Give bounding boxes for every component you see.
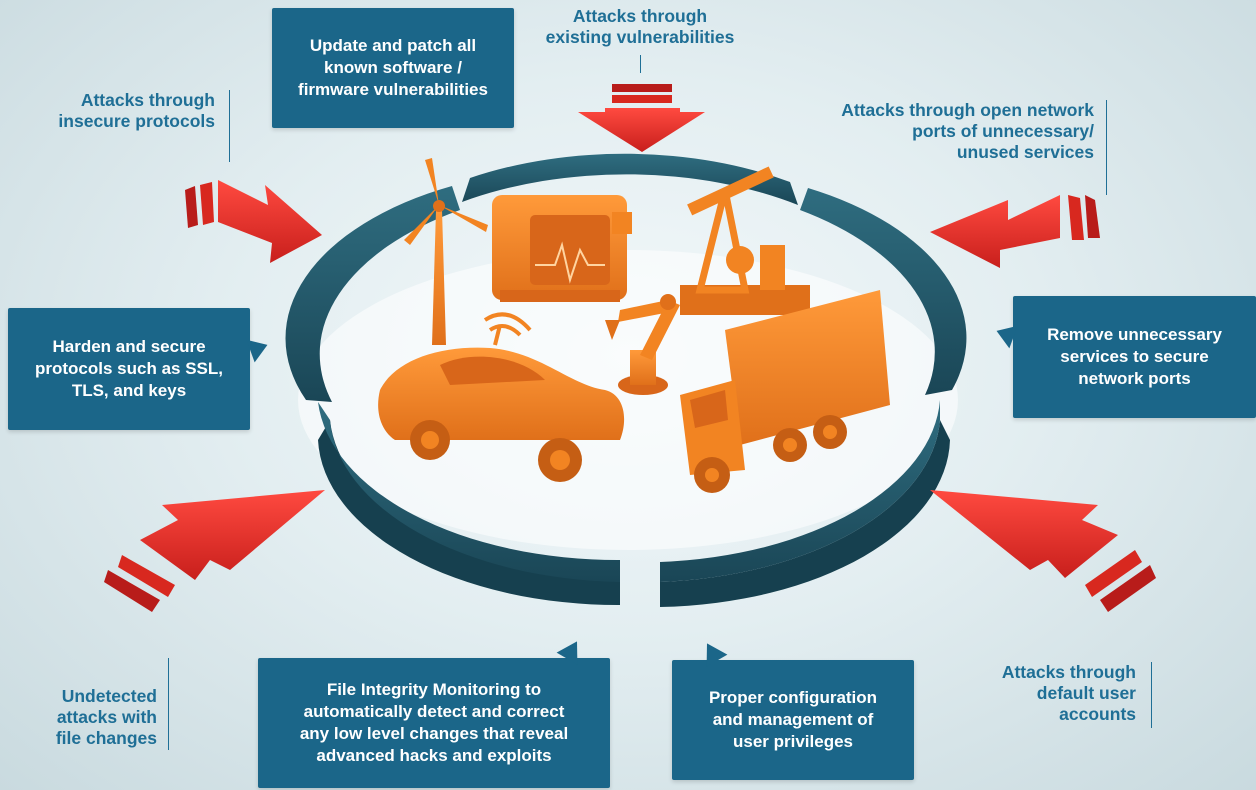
leader-line-existing-vulnerabilities [640, 55, 641, 73]
defense-remove-services-text: Remove unnecessary services to secure ne… [1047, 325, 1222, 388]
iot-devices [378, 158, 890, 493]
arrow-bottom-right-icon [930, 490, 1156, 612]
threat-insecure-protocols: Attacks through insecure protocols [58, 90, 215, 131]
threat-undetected-file-changes: Undetected attacks with file changes [55, 686, 157, 748]
leader-line-default-accounts [1151, 662, 1152, 728]
truck-icon [680, 290, 890, 493]
defense-privileges-callout: Proper configuration and management of u… [672, 660, 914, 780]
defense-privileges-text: Proper configuration and management of u… [708, 688, 878, 751]
arrow-bottom-left-icon [104, 490, 325, 612]
threat-open-ports: Attacks through open network ports of un… [841, 100, 1094, 162]
leader-line-open-ports [1106, 100, 1107, 195]
defense-remove-services-callout: Remove unnecessary services to secure ne… [1013, 296, 1256, 418]
wind-turbine-icon [404, 158, 488, 345]
arrow-top-left-icon [185, 180, 322, 263]
oil-pump-icon [680, 166, 810, 315]
threat-existing-vulnerabilities: Attacks through existing vulnerabilities [545, 6, 735, 47]
threat-default-accounts: Attacks through default user accounts [1001, 662, 1136, 724]
car-icon [378, 312, 625, 482]
leader-line-insecure-protocols [229, 90, 230, 162]
defense-patch-callout: Update and patch all known software / fi… [272, 8, 514, 128]
defense-fim-text: File Integrity Monitoring to automatical… [299, 680, 569, 765]
defense-fim-callout: File Integrity Monitoring to automatical… [258, 658, 610, 788]
medical-monitor-icon [492, 195, 632, 302]
arrow-top-right-icon [930, 195, 1100, 268]
defense-harden-callout: Harden and secure protocols such as SSL,… [8, 308, 250, 430]
arrow-down-icon [578, 84, 705, 152]
attack-arrows [104, 84, 1156, 612]
defense-patch-text: Update and patch all known software / fi… [298, 36, 488, 99]
leader-line-undetected-file-changes [168, 658, 169, 750]
robot-arm-icon [605, 294, 680, 395]
defense-harden-text: Harden and secure protocols such as SSL,… [35, 337, 223, 400]
